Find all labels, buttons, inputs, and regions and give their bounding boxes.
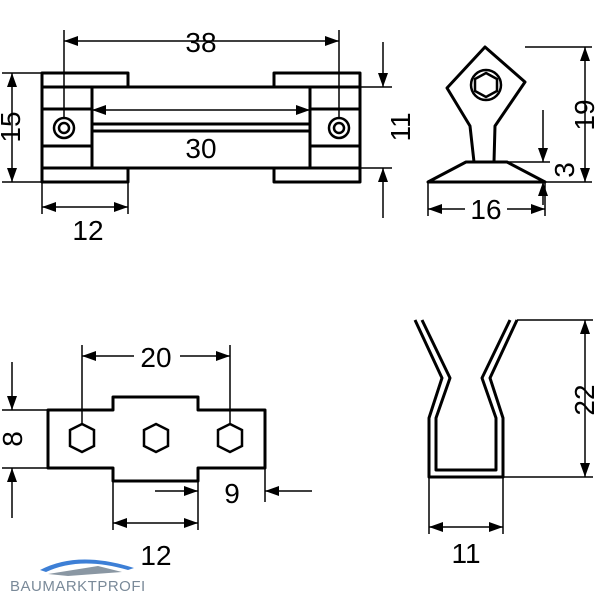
arrowheads [580, 47, 590, 182]
logo-brand-text: BAUMARKTPROFI [10, 578, 146, 595]
plan-view-outline [46, 395, 267, 483]
side-hole [469, 68, 503, 102]
dim-end-width: 12 [72, 215, 103, 246]
left-hole-inner [57, 121, 71, 135]
dim-side-height: 19 [569, 99, 600, 130]
dim-plan-height: 8 [0, 431, 28, 447]
right-hole-inner [332, 121, 346, 135]
dim-center-width: 12 [140, 540, 171, 571]
side-view-outline [445, 45, 527, 163]
end-view-outline [413, 319, 519, 479]
logo-swoosh-icon [40, 559, 134, 576]
left-hole [52, 116, 76, 140]
right-hole [327, 116, 351, 140]
end-view-inner [420, 319, 512, 472]
dim-end-width-bottom: 11 [451, 538, 480, 569]
side-view: 19 3 16 [426, 45, 600, 225]
dim-end-height: 22 [569, 384, 600, 415]
front-view: 38 30 15 11 12 [0, 27, 416, 246]
dim-hole-spacing: 20 [140, 342, 171, 373]
arrowheads [538, 148, 548, 196]
plan-view: 20 8 9 12 [0, 340, 312, 571]
end-view: 22 11 [413, 319, 600, 569]
hex-hole-icon [142, 422, 170, 454]
dim-base-thickness: 3 [549, 162, 580, 178]
front-view-outline [40, 71, 362, 184]
dim-overall-width: 38 [185, 27, 216, 58]
side-view-base [426, 160, 547, 184]
left-end-block [40, 85, 94, 170]
dim-inner-height: 11 [385, 112, 416, 141]
center-bar [90, 85, 312, 170]
hex-nut-icon [473, 71, 499, 99]
brand-logo: BAUMARKTPROFI [8, 548, 178, 596]
dim-bar-length: 30 [185, 133, 216, 164]
hex-hole-icon [68, 422, 96, 454]
dim-base-width: 16 [470, 194, 501, 225]
arrowheads [428, 204, 545, 214]
dim-tab-offset: 9 [224, 478, 240, 509]
label-background [465, 195, 507, 223]
hex-hole-icon [216, 422, 244, 454]
label-background [134, 340, 180, 370]
dim-overall-height: 15 [0, 111, 26, 142]
